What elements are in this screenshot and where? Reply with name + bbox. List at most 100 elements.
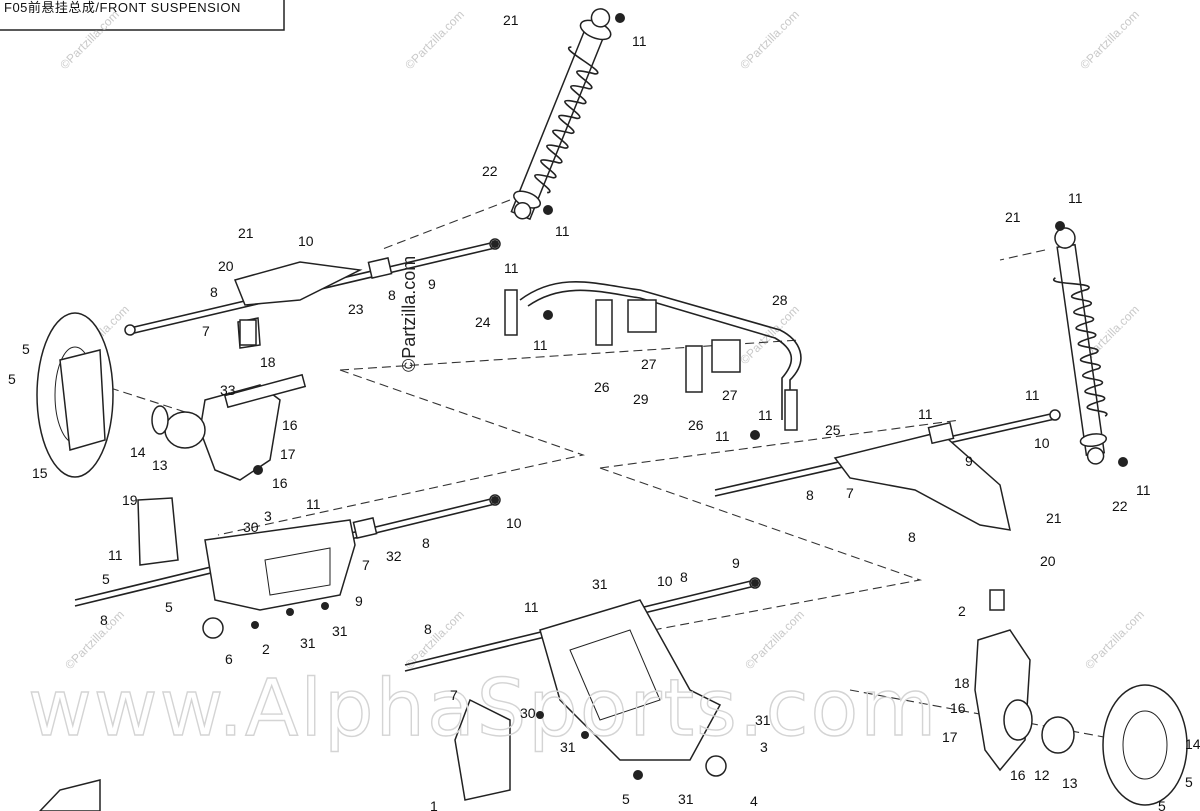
part-callout[interactable]: 24: [475, 314, 491, 330]
part-callout[interactable]: 11: [1136, 482, 1151, 498]
part-callout[interactable]: 22: [1112, 498, 1128, 514]
part-callout[interactable]: 5: [102, 571, 110, 587]
part-callout[interactable]: 14: [130, 444, 146, 460]
part-callout[interactable]: 11: [306, 496, 321, 512]
part-callout[interactable]: 11: [918, 406, 933, 422]
part-callout[interactable]: 31: [332, 623, 348, 639]
part-callout[interactable]: 5: [8, 371, 16, 387]
part-callout[interactable]: 30: [243, 519, 259, 535]
part-callout[interactable]: 11: [1025, 387, 1040, 403]
part-callout[interactable]: 17: [280, 446, 296, 462]
part-callout[interactable]: 31: [560, 739, 576, 755]
part-callout[interactable]: 7: [202, 323, 210, 339]
part-callout[interactable]: 20: [1040, 553, 1056, 569]
part-callout[interactable]: 8: [100, 612, 108, 628]
part-callout[interactable]: 33: [220, 382, 236, 398]
part-callout[interactable]: 16: [282, 417, 298, 433]
part-callout[interactable]: 26: [594, 379, 610, 395]
part-callout[interactable]: 8: [806, 487, 814, 503]
part-callout[interactable]: 21: [1005, 209, 1021, 225]
part-callout[interactable]: 18: [954, 675, 970, 691]
part-callout[interactable]: 16: [950, 700, 966, 716]
part-callout[interactable]: 11: [632, 33, 647, 49]
upper-a-arm-left: [124, 238, 501, 349]
part-callout[interactable]: 9: [732, 555, 740, 571]
part-callout[interactable]: 11: [715, 428, 730, 444]
part-callout[interactable]: 13: [152, 457, 168, 473]
front-shock-absorber-right: [1052, 227, 1108, 465]
part-callout[interactable]: 1: [430, 798, 438, 811]
part-callout[interactable]: 27: [641, 356, 657, 372]
part-callout[interactable]: 10: [298, 233, 314, 249]
part-callout[interactable]: 23: [348, 301, 364, 317]
front-shock-absorber-upper: [510, 8, 612, 221]
part-callout[interactable]: 15: [32, 465, 48, 481]
part-callout[interactable]: 28: [772, 292, 788, 308]
part-callout[interactable]: 9: [355, 593, 363, 609]
part-callout[interactable]: 7: [846, 485, 854, 501]
part-callout[interactable]: 4: [750, 793, 758, 809]
part-callout[interactable]: 10: [1034, 435, 1050, 451]
lower-a-arm-right: [404, 577, 761, 801]
steering-knuckle-right: [974, 589, 1075, 772]
part-callout[interactable]: 5: [622, 791, 630, 807]
part-callout[interactable]: 11: [533, 337, 548, 353]
part-callout[interactable]: 16: [1010, 767, 1026, 783]
part-callout[interactable]: 26: [688, 417, 704, 433]
part-callout[interactable]: 9: [965, 453, 973, 469]
part-callout[interactable]: 11: [1068, 190, 1083, 206]
lower-a-arm-left: [74, 494, 501, 639]
part-callout[interactable]: 32: [386, 548, 402, 564]
part-callout[interactable]: 10: [657, 573, 673, 589]
part-callout[interactable]: 11: [524, 599, 539, 615]
part-callout[interactable]: 20: [218, 258, 234, 274]
brake-disc-right: [1102, 684, 1188, 806]
part-callout[interactable]: 31: [755, 712, 771, 728]
part-callout[interactable]: 11: [555, 223, 570, 239]
part-callout[interactable]: 3: [760, 739, 768, 755]
part-callout[interactable]: 11: [758, 407, 773, 423]
watermark-small: ©Partzilla.com: [1077, 7, 1142, 72]
part-callout[interactable]: 11: [504, 260, 519, 276]
part-callout[interactable]: 14: [1185, 736, 1200, 752]
part-callout[interactable]: 18: [260, 354, 276, 370]
part-callout[interactable]: 10: [506, 515, 522, 531]
part-callout[interactable]: 2: [958, 603, 966, 619]
part-callout[interactable]: 9: [428, 276, 436, 292]
part-callout[interactable]: 25: [825, 422, 841, 438]
part-callout[interactable]: 19: [122, 492, 138, 508]
part-callout[interactable]: 8: [210, 284, 218, 300]
part-callout[interactable]: 8: [422, 535, 430, 551]
watermark-small: ©Partzilla.com: [402, 7, 467, 72]
part-callout[interactable]: 2: [262, 641, 270, 657]
part-callout[interactable]: 17: [942, 729, 958, 745]
part-callout[interactable]: 5: [22, 341, 30, 357]
part-callout[interactable]: 8: [680, 569, 688, 585]
part-callout[interactable]: 6: [225, 651, 233, 667]
part-callout[interactable]: 16: [272, 475, 288, 491]
watermark-small: ©Partzilla.com: [402, 607, 467, 672]
part-callout[interactable]: 31: [300, 635, 316, 651]
part-callout[interactable]: 7: [450, 687, 458, 703]
part-callout[interactable]: 5: [1158, 798, 1166, 811]
part-callout[interactable]: 5: [1185, 774, 1193, 790]
part-callout[interactable]: 21: [1046, 510, 1062, 526]
part-callout[interactable]: 13: [1062, 775, 1078, 791]
part-callout[interactable]: 7: [362, 557, 370, 573]
part-callout[interactable]: 8: [908, 529, 916, 545]
part-callout[interactable]: 21: [503, 12, 519, 28]
part-callout[interactable]: 29: [633, 391, 649, 407]
part-callout[interactable]: 27: [722, 387, 738, 403]
part-callout[interactable]: 11: [108, 547, 123, 563]
part-callout[interactable]: 5: [165, 599, 173, 615]
part-callout[interactable]: 30: [520, 705, 536, 721]
part-callout[interactable]: 21: [238, 225, 254, 241]
part-callout[interactable]: 8: [388, 287, 396, 303]
part-callout[interactable]: 8: [424, 621, 432, 637]
part-callout[interactable]: 3: [264, 508, 272, 524]
part-callout[interactable]: 12: [1034, 767, 1050, 783]
part-callout[interactable]: 31: [592, 576, 608, 592]
part-callout[interactable]: 22: [482, 163, 498, 179]
part-callout[interactable]: 31: [678, 791, 694, 807]
